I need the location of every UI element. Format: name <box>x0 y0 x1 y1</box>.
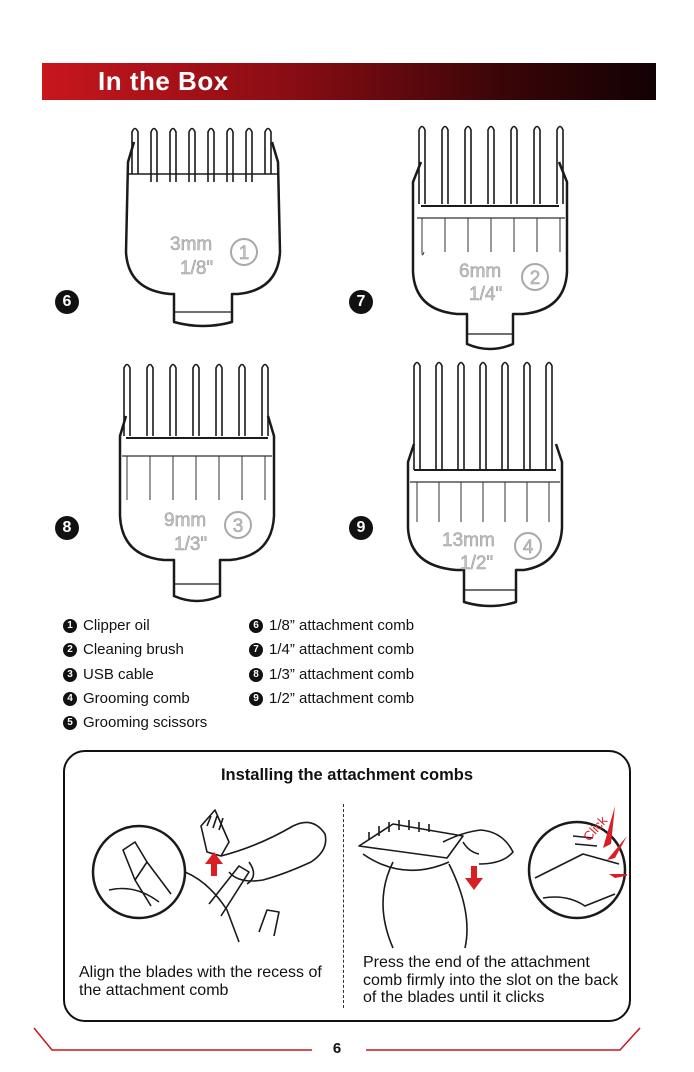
step2-illustration: Click <box>353 802 635 957</box>
comb-size-mm: 13mm <box>442 530 495 551</box>
list-item: 1 Clipper oil <box>63 614 207 638</box>
list-item-label: Grooming comb <box>83 689 190 707</box>
list-item-number: 7 <box>249 643 263 658</box>
install-title: Installing the attachment combs <box>220 766 474 784</box>
list-item-number: 9 <box>249 692 263 707</box>
list-item-label: 1/3” attachment comb <box>269 665 415 683</box>
item-badge-7: 7 <box>349 290 373 314</box>
list-item-number: 3 <box>63 667 77 682</box>
install-instructions-box: Installing the attachment combs Align th… <box>63 750 635 1022</box>
list-item-label: 1/4” attachment comb <box>269 641 415 659</box>
page-number: 6 <box>332 1040 342 1057</box>
comb-illustration-9mm: 9mm 1/3" 3 <box>112 360 282 606</box>
list-item-label: 1/2” attachment comb <box>269 689 415 707</box>
comb-size-inch: 1/8" <box>180 258 213 279</box>
step1-caption: Align the blades with the recess of the … <box>79 964 322 999</box>
list-item-number: 1 <box>63 619 77 634</box>
comb-illustration-6mm: 6mm 1/4" 2 <box>405 122 575 354</box>
list-item-number: 6 <box>249 619 263 634</box>
comb-index: 4 <box>523 537 534 558</box>
section-header-bar: In the Box <box>42 63 656 100</box>
list-item: 5 Grooming scissors <box>63 711 207 735</box>
list-item: 9 1/2” attachment comb <box>249 687 414 711</box>
list-item: 4 Grooming comb <box>63 687 207 711</box>
comb-illustration-3mm: 3mm 1/8" 1 <box>118 122 288 332</box>
comb-size-inch: 1/3" <box>174 534 207 555</box>
comb-index: 1 <box>239 243 250 264</box>
item-badge-6: 6 <box>55 290 79 314</box>
list-item-label: Cleaning brush <box>83 641 184 659</box>
step2-caption: Press the end of the attachment comb fir… <box>363 954 619 1006</box>
comb-size-mm: 3mm <box>170 234 212 255</box>
list-item: 8 1/3” attachment comb <box>249 663 414 687</box>
comb-index: 3 <box>233 516 244 537</box>
list-item-label: 1/8” attachment comb <box>269 617 415 634</box>
list-item: 2 Cleaning brush <box>63 638 207 662</box>
item-badge-9: 9 <box>349 516 373 540</box>
contents-list-right: 6 1/8” attachment comb 7 1/4” attachment c… <box>249 614 414 711</box>
list-item-number: 5 <box>63 716 77 731</box>
section-title: In the Box <box>98 66 229 96</box>
list-item: 6 1/8” attachment comb <box>249 614 414 638</box>
list-item: 7 1/4” attachment comb <box>249 638 414 662</box>
list-item-number: 4 <box>63 692 77 707</box>
comb-index: 2 <box>530 268 541 289</box>
list-item-label: Clipper oil <box>83 617 150 634</box>
list-item: 3 USB cable <box>63 663 207 687</box>
comb-size-inch: 1/2" <box>460 553 493 574</box>
list-item-label: Grooming scissors <box>83 714 208 732</box>
comb-size-inch: 1/4" <box>469 284 502 305</box>
step1-illustration <box>89 802 339 957</box>
list-item-number: 2 <box>63 643 77 658</box>
comb-illustration-13mm: 13mm 1/2" 4 <box>400 358 570 610</box>
column-divider <box>343 804 344 1008</box>
item-badge-8: 8 <box>55 516 79 540</box>
list-item-number: 8 <box>249 667 263 682</box>
comb-size-mm: 9mm <box>164 510 206 531</box>
footer-decoration-line <box>33 1027 641 1051</box>
comb-size-mm: 6mm <box>459 261 501 282</box>
list-item-label: USB cable <box>83 665 154 683</box>
